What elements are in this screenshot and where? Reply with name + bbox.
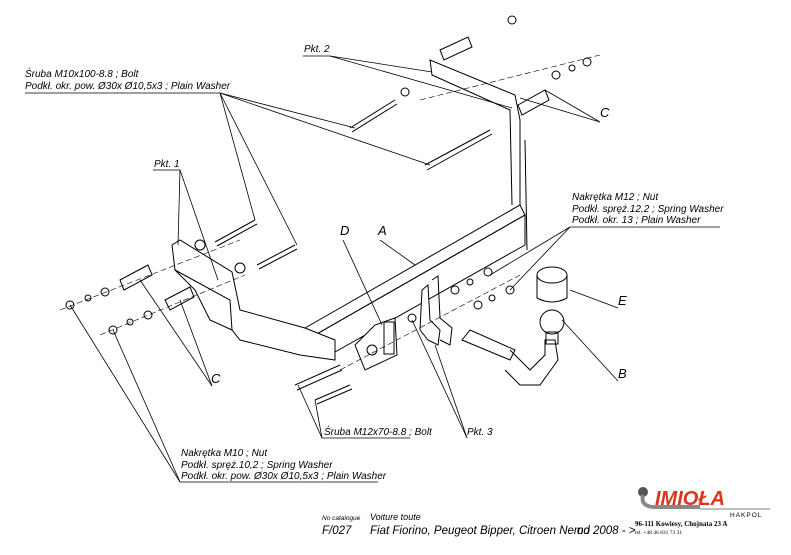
plain-washer-m10-line: Podkł. okr. pow. Ø30x Ø10,5x3 ; Plain Wa… bbox=[181, 471, 387, 482]
bolt-m12-label: Śruba M12x70-8.8 ; Bolt bbox=[324, 427, 432, 438]
washers-and-nuts bbox=[65, 15, 592, 335]
assembly-axis-lines bbox=[59, 54, 601, 371]
nut-m10-label: Nakrętka M10 ; Nut Podkł. spręż.10,2 ; S… bbox=[181, 448, 386, 483]
d-label: D bbox=[340, 223, 350, 238]
pkt2-label: Pkt. 2 bbox=[304, 44, 330, 55]
plain-washer-m12-line: Podkł. okr. 13 ; Plain Washer bbox=[572, 215, 701, 226]
leader-lines bbox=[25, 55, 720, 483]
catalogue-number: F/027 bbox=[322, 525, 352, 537]
nut-m10-line: Nakrętka M10 ; Nut bbox=[181, 448, 268, 459]
bracket-pkt3 bbox=[407, 275, 453, 346]
company-address: 96-111 Kowiesy, Chojnata 23 A bbox=[635, 520, 728, 528]
catalogue-label: No catalogue bbox=[322, 515, 361, 522]
crossbar-a bbox=[171, 59, 528, 361]
bolt-m10-label: Śruba M10x100-8.8 ; Bolt Podkł. okr. pow… bbox=[25, 69, 230, 92]
c-label-bottom: C bbox=[211, 371, 221, 386]
vehicle-models: Fiat Fiorino, Peugeot Bipper, Citroen Ne… bbox=[370, 525, 590, 537]
bolt-m10-line: Śruba M10x100-8.8 ; Bolt bbox=[25, 69, 139, 80]
model-years: od 2008 - > bbox=[577, 525, 636, 537]
pkt3-label: Pkt. 3 bbox=[467, 427, 493, 438]
logo-brand: IMIOŁA bbox=[655, 488, 725, 510]
company-phone: tel. +48 46 831 73 31 bbox=[635, 530, 683, 536]
pkt1-label: Pkt. 1 bbox=[154, 159, 180, 170]
vehicle-label: Voiture toute bbox=[370, 512, 421, 522]
bolts bbox=[214, 99, 493, 405]
spring-washer-m12-line: Podkł. spręż.12,2 ; Spring Washer bbox=[572, 203, 724, 215]
washer-m10-line: Podkł. okr. pow. Ø30x Ø10,5x3 ; Plain Wa… bbox=[25, 80, 231, 92]
e-label: E bbox=[618, 293, 627, 308]
c-label-top: C bbox=[600, 105, 610, 120]
plate-d bbox=[354, 317, 398, 371]
ball-cap-e bbox=[536, 266, 568, 303]
nut-m12-label: Nakrętka M12 ; Nut Podkł. spręż.12,2 ; S… bbox=[572, 192, 724, 227]
logo-sub: HAKPOL bbox=[730, 512, 762, 519]
b-label: B bbox=[618, 366, 627, 381]
tow-hook-b bbox=[461, 309, 565, 386]
nut-m12-line: Nakrętka M12 ; Nut bbox=[572, 192, 659, 203]
a-label: A bbox=[378, 223, 387, 238]
imiola-logo: IMIOŁA HAKPOL bbox=[638, 487, 770, 519]
spring-washer-m10-line: Podkł. spręż.10,2 ; Spring Washer bbox=[181, 459, 333, 471]
